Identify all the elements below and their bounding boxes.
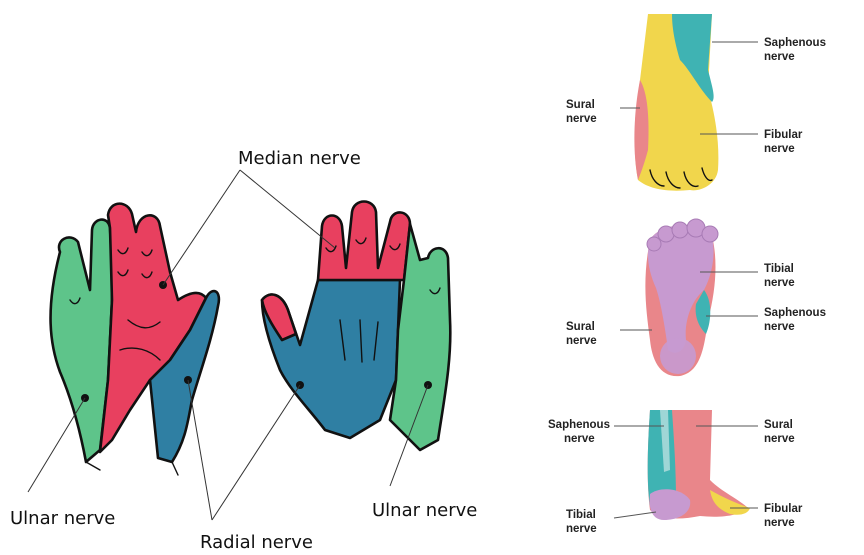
plantar-saphenous-label: Saphenous [764, 307, 826, 319]
foot-dorsal [634, 14, 718, 191]
heel-saphenous-label-2: nerve [564, 433, 595, 445]
foot-plantar [645, 219, 718, 376]
dorsal-saphenous-label: Saphenous [764, 37, 826, 49]
dorsal-saphenous-label-2: nerve [764, 51, 795, 63]
plantar-tibial-label: Tibial [764, 263, 794, 275]
dorsal-fibular-label: Fibular [764, 129, 803, 141]
plantar-tibial-label-2: nerve [764, 277, 795, 289]
dorsal-sural-label: Sural [566, 99, 595, 111]
ulnar-nerve-label-right: Ulnar nerve [372, 500, 477, 521]
heel-sural-label: Sural [764, 419, 793, 431]
right-hand-dorsum [262, 202, 450, 451]
plantar-sural-label: Sural [566, 321, 595, 333]
plantar-sural-label-2: nerve [566, 335, 597, 347]
heel-tibial-label: Tibial [566, 509, 596, 521]
heel-sural-label-2: nerve [764, 433, 795, 445]
heel-tibial-label-2: nerve [566, 523, 597, 535]
heel-fibular-label: Fibular [764, 503, 803, 515]
median-nerve-label: Median nerve [238, 148, 361, 169]
dorsal-sural-label-2: nerve [566, 113, 597, 125]
dorsal-fibular-label-2: nerve [764, 143, 795, 155]
heel-saphenous-label: Saphenous [548, 419, 610, 431]
ulnar-nerve-label-left: Ulnar nerve [10, 508, 115, 529]
radial-nerve-label: Radial nerve [200, 532, 313, 553]
heel-fibular-label-2: nerve [764, 517, 795, 529]
plantar-saphenous-label-2: nerve [764, 321, 795, 333]
left-hand-palm [51, 204, 219, 475]
